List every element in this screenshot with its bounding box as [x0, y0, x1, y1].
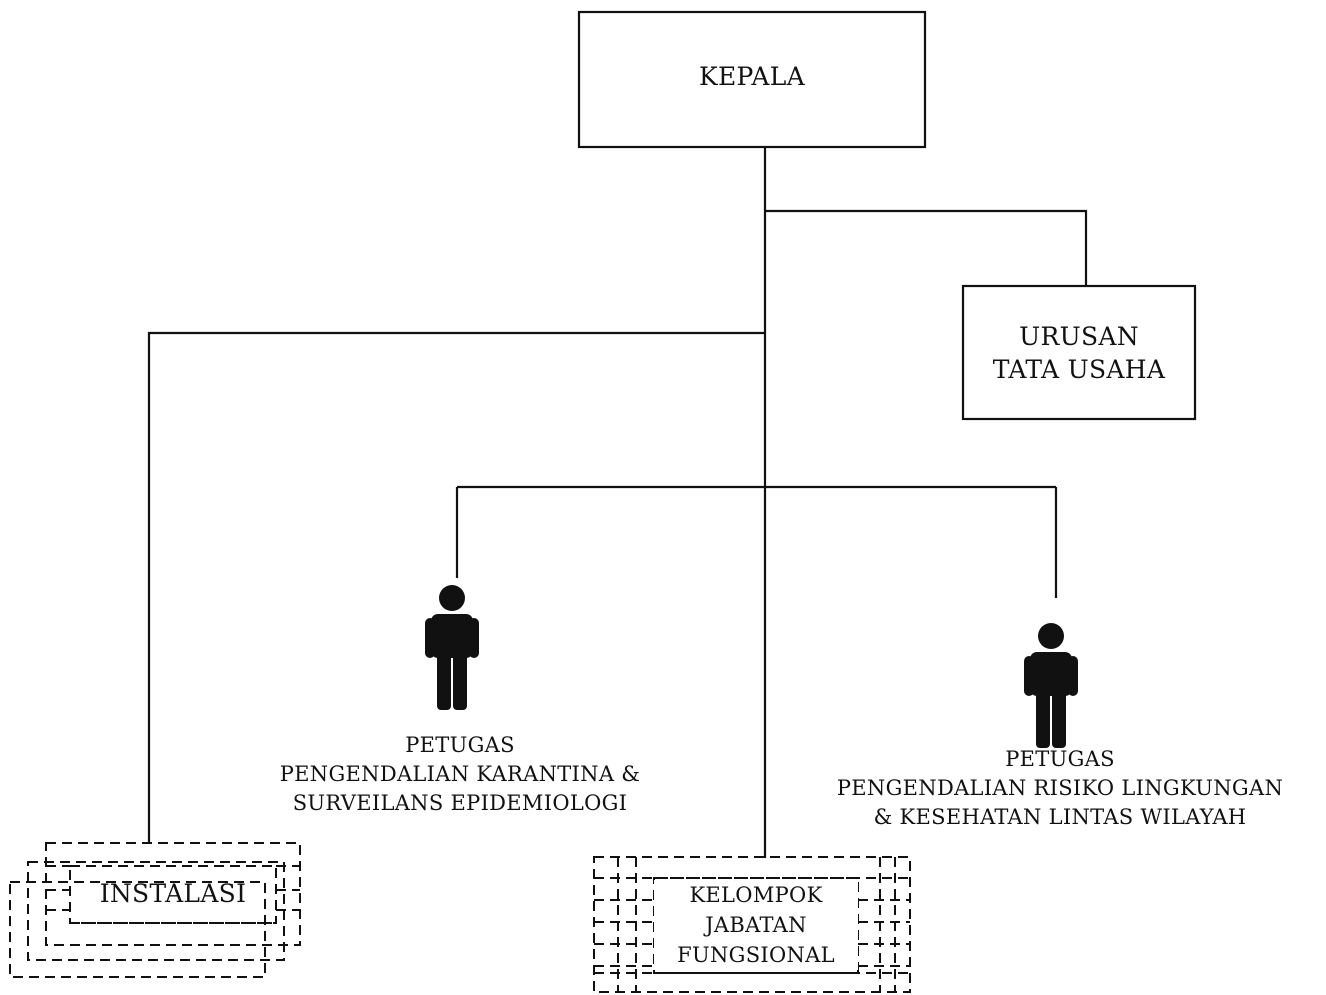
officer-right-line-3: & KESEHATAN LINTAS WILAYAH	[873, 805, 1247, 829]
functional-group-label: KELOMPOK JABATAN FUNGSIONAL	[654, 880, 858, 970]
installation-branch-line	[147, 331, 765, 843]
officer-left-line-3: SURVEILANS EPIDEMIOLOGI	[292, 791, 628, 815]
person-icon-left	[425, 585, 479, 710]
officer-right-line-2: PENGENDALIAN RISIKO LINGKUNGAN	[836, 776, 1284, 800]
admin-label: URUSAN TATA USAHA	[963, 320, 1195, 386]
person-icon-right	[1024, 623, 1078, 748]
head-label: KEPALA	[579, 62, 925, 91]
functional-group-line-2: JABATAN	[705, 913, 807, 937]
officer-right-label: PETUGAS PENGENDALIAN RISIKO LINGKUNGAN &…	[800, 745, 1320, 832]
installation-box	[9, 842, 301, 978]
officer-right-line-1: PETUGAS	[1005, 747, 1115, 771]
admin-box	[961, 284, 1197, 421]
functional-group-line-3: FUNGSIONAL	[677, 943, 835, 967]
head-title: KEPALA	[699, 62, 805, 91]
officer-left-label: PETUGAS PENGENDALIAN KARANTINA & SURVEIL…	[210, 731, 710, 818]
connector-lines	[147, 148, 1088, 858]
admin-line-2: TATA USAHA	[992, 355, 1166, 384]
functional-group-line-1: KELOMPOK	[689, 883, 823, 907]
installation-label: INSTALASI	[70, 879, 276, 908]
officer-left-line-1: PETUGAS	[405, 733, 515, 757]
officer-left-line-2: PENGENDALIAN KARANTINA &	[279, 762, 641, 786]
installation-title: INSTALASI	[99, 879, 247, 908]
head-box	[577, 10, 927, 149]
admin-line-1: URUSAN	[1019, 322, 1139, 351]
admin-branch-line	[765, 209, 1088, 286]
